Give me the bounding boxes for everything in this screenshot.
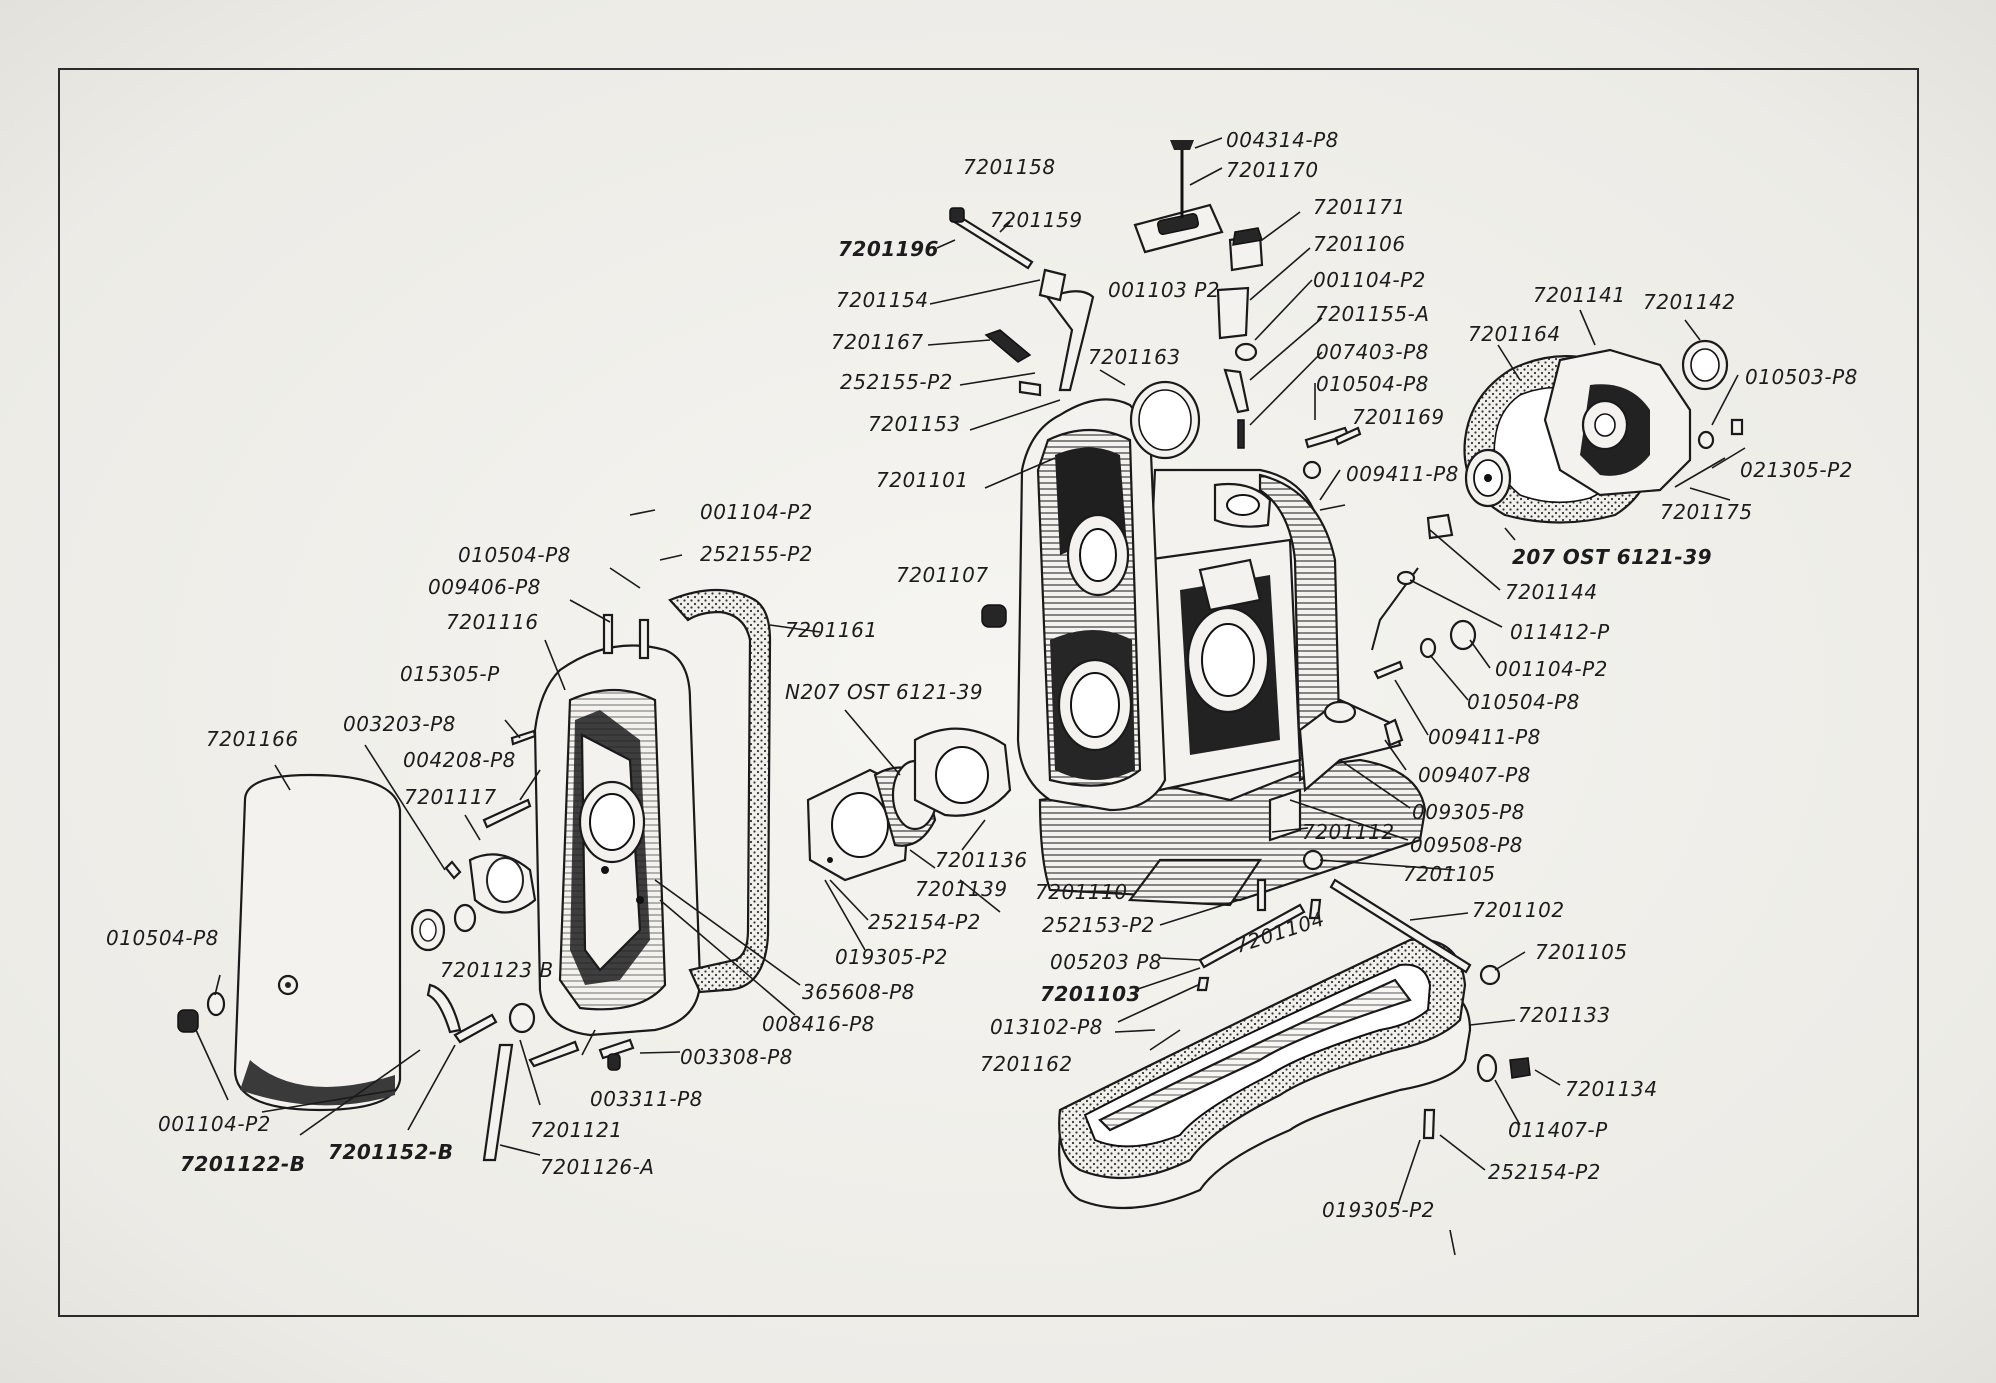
- end-cover: [233, 773, 402, 1112]
- drawing-frame: [58, 68, 1919, 1317]
- label-7201112: 7201112: [1302, 820, 1395, 844]
- label-013102-p8: 013102-P8: [990, 1015, 1103, 1039]
- label-7201103: 7201103: [1040, 982, 1141, 1006]
- label-252155-p2-top: 252155-P2: [840, 370, 953, 394]
- top-parts: [949, 140, 1477, 680]
- label-7201105-upper: 7201105: [1403, 862, 1496, 886]
- label-7201169: 7201169: [1352, 405, 1445, 429]
- label-009305-p8: 009305-P8: [1412, 800, 1525, 824]
- label-7201171: 7201171: [1313, 195, 1406, 219]
- label-7201175: 7201175: [1660, 500, 1753, 524]
- label-003203-p8: 003203-P8: [343, 712, 456, 736]
- label-7201107: 7201107: [896, 563, 989, 587]
- label-7201144: 7201144: [1505, 580, 1598, 604]
- label-7201116: 7201116: [446, 610, 539, 634]
- label-010504-p8-left: 010504-P8: [106, 926, 219, 950]
- label-7201102: 7201102: [1472, 898, 1565, 922]
- label-7201106: 7201106: [1313, 232, 1406, 256]
- label-207-ost: 207 OST 6121-39: [1512, 545, 1713, 569]
- label-7201170: 7201170: [1226, 158, 1319, 182]
- label-7201163: 7201163: [1088, 345, 1181, 369]
- label-004314-p8: 004314-P8: [1226, 128, 1339, 152]
- label-7201141: 7201141: [1533, 283, 1626, 307]
- label-010504-p8-right: 010504-P8: [1467, 690, 1580, 714]
- label-7201133: 7201133: [1518, 1003, 1611, 1027]
- label-7201154: 7201154: [836, 288, 929, 312]
- crankcase: [1016, 398, 1427, 907]
- label-011407-p: 011407-P: [1508, 1118, 1608, 1142]
- label-009411-p8-right: 009411-P8: [1428, 725, 1541, 749]
- label-252155-p2-mid: 252155-P2: [700, 542, 813, 566]
- label-7201139: 7201139: [915, 877, 1008, 901]
- label-003311-p8: 003311-P8: [590, 1087, 703, 1111]
- label-7201162: 7201162: [980, 1052, 1073, 1076]
- leader-lines: [195, 137, 1746, 1256]
- label-009411-p8-top: 009411-P8: [1346, 462, 1459, 486]
- timing-case: [533, 613, 702, 1037]
- oil-pan: [1058, 938, 1472, 1210]
- label-009406-p8: 009406-P8: [428, 575, 541, 599]
- label-7201161: 7201161: [785, 618, 878, 642]
- label-010503-p8: 010503-P8: [1745, 365, 1858, 389]
- label-7201166: 7201166: [206, 727, 299, 751]
- label-019305-p2-mid: 019305-P2: [835, 945, 948, 969]
- label-7201196: 7201196: [838, 237, 939, 261]
- label-7201152-b: 7201152-B: [328, 1140, 454, 1164]
- label-7201110: 7201110: [1035, 880, 1128, 904]
- label-7201155-a: 7201155-A: [1315, 302, 1430, 326]
- rods: [1196, 849, 1531, 1140]
- label-010504-p8-top: 010504-P8: [1316, 372, 1429, 396]
- label-7201122-b: 7201122-B: [180, 1152, 306, 1176]
- timing-gasket: [668, 588, 772, 994]
- label-008416-p8: 008416-P8: [762, 1012, 875, 1036]
- label-252154-p2-mid: 252154-P2: [868, 910, 981, 934]
- label-7201126-a: 7201126-A: [540, 1155, 655, 1179]
- label-001104-p2-right: 001104-P2: [1495, 657, 1608, 681]
- label-021305-p2: 021305-P2: [1740, 458, 1853, 482]
- label-365608-p8: 365608-P8: [802, 980, 915, 1004]
- label-001103-p2: 001103 P2: [1108, 278, 1220, 302]
- rear-cover: [1463, 339, 1744, 524]
- label-7201153: 7201153: [868, 412, 961, 436]
- label-001104-p2-bottom: 001104-P2: [158, 1112, 271, 1136]
- label-252153-p2: 252153-P2: [1042, 913, 1155, 937]
- label-7201101: 7201101: [876, 468, 969, 492]
- label-7201167: 7201167: [831, 330, 924, 354]
- label-005203-p8: 005203 P8: [1050, 950, 1162, 974]
- label-7201134: 7201134: [1565, 1077, 1658, 1101]
- label-7201105-lower: 7201105: [1535, 940, 1628, 964]
- label-7201136: 7201136: [935, 848, 1028, 872]
- label-7201117: 7201117: [404, 785, 497, 809]
- label-7201142: 7201142: [1643, 290, 1736, 314]
- label-009407-p8: 009407-P8: [1418, 763, 1531, 787]
- label-010504-p8-mid: 010504-P8: [458, 543, 571, 567]
- small-parts-left: [177, 729, 635, 1162]
- label-015305-p: 015305-P: [400, 662, 500, 686]
- label-009508-p8: 009508-P8: [1410, 833, 1523, 857]
- label-7201121: 7201121: [530, 1118, 623, 1142]
- label-019305-p2-bottom: 019305-P2: [1322, 1198, 1435, 1222]
- label-7201123-b: 7201123 B: [440, 958, 554, 982]
- label-7201164: 7201164: [1468, 322, 1561, 346]
- label-001104-p2-mid: 001104-P2: [700, 500, 813, 524]
- label-001104-p2-top: 001104-P2: [1313, 268, 1426, 292]
- label-7201158: 7201158: [963, 155, 1056, 179]
- label-011412-p: 011412-P: [1510, 620, 1610, 644]
- label-007403-p8: 007403-P8: [1316, 340, 1429, 364]
- label-7201159: 7201159: [990, 208, 1083, 232]
- label-n207-ost: N207 OST 6121-39: [785, 680, 984, 704]
- label-003308-p8: 003308-P8: [680, 1045, 793, 1069]
- label-004208-p8: 004208-P8: [403, 748, 516, 772]
- label-252154-p2-bottom: 252154-P2: [1488, 1160, 1601, 1184]
- bearing-housing: [806, 727, 1012, 882]
